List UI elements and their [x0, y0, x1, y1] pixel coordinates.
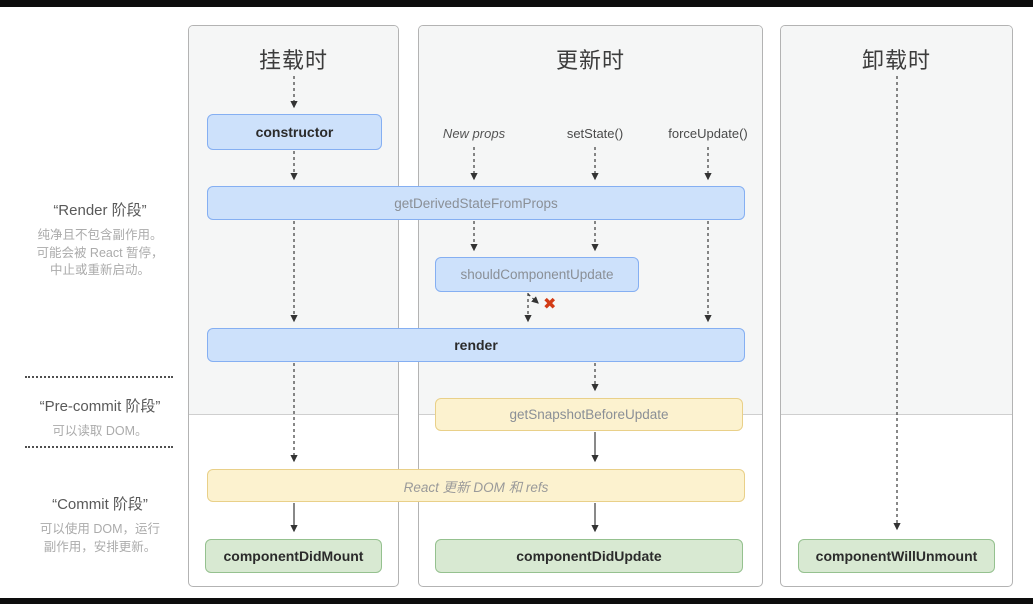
- trigger-label-set-state: setState(): [566, 126, 624, 141]
- method-box-constructor[interactable]: constructor: [207, 114, 382, 150]
- dotted-divider: [25, 376, 173, 378]
- column-updating: [418, 25, 763, 587]
- phase-label-commit: “Commit 阶段” 可以使用 DOM，运行 副作用，安排更新。: [10, 493, 190, 556]
- column-unmounting: [780, 25, 1013, 587]
- phase-description-line: 副作用，安排更新。: [43, 539, 157, 554]
- phase-description-line: 中止或重新启动。: [49, 263, 150, 277]
- phase-description-line: 纯净且不包含副作用。: [37, 228, 163, 242]
- method-box-get-snapshot-before-update[interactable]: getSnapshotBeforeUpdate: [435, 398, 743, 431]
- trigger-label-new-props: New props: [442, 126, 506, 141]
- phase-description-line: 可以读取 DOM。: [52, 424, 148, 438]
- column-header-updating: 更新时: [555, 48, 625, 73]
- phase-label-pre-commit: “Pre-commit 阶段” 可以读取 DOM。: [10, 395, 190, 441]
- column-header-mounting: 挂载时: [258, 48, 328, 73]
- trigger-label-force-update: forceUpdate(): [668, 126, 748, 141]
- render-phase-background: [781, 26, 1012, 415]
- top-black-bar: [0, 0, 1033, 7]
- skip-render-x-icon: ✖: [543, 296, 557, 313]
- phase-title: “Commit 阶段”: [52, 496, 148, 513]
- method-box-component-will-unmount[interactable]: componentWillUnmount: [798, 539, 995, 573]
- method-box-react-updates-dom: React 更新 DOM 和 refs: [207, 469, 745, 502]
- phase-title: “Render 阶段”: [53, 202, 147, 219]
- column-header-unmounting: 卸载时: [861, 48, 931, 73]
- phase-label-render: “Render 阶段” 纯净且不包含副作用。 可能会被 React 暂停， 中止…: [10, 199, 190, 280]
- method-box-get-derived-state-from-props[interactable]: getDerivedStateFromProps: [207, 186, 745, 220]
- method-box-render[interactable]: render: [207, 328, 745, 362]
- method-box-should-component-update[interactable]: shouldComponentUpdate: [435, 257, 639, 292]
- method-box-component-did-mount[interactable]: componentDidMount: [205, 539, 382, 573]
- phase-description-line: 可以使用 DOM，运行: [39, 522, 161, 536]
- method-box-component-did-update[interactable]: componentDidUpdate: [435, 539, 743, 573]
- dotted-divider: [25, 446, 173, 448]
- phase-title: “Pre-commit 阶段”: [39, 398, 161, 415]
- phase-description-line: 可能会被 React 暂停，: [36, 245, 164, 260]
- bottom-black-bar: [0, 598, 1033, 604]
- column-mounting: [188, 25, 399, 587]
